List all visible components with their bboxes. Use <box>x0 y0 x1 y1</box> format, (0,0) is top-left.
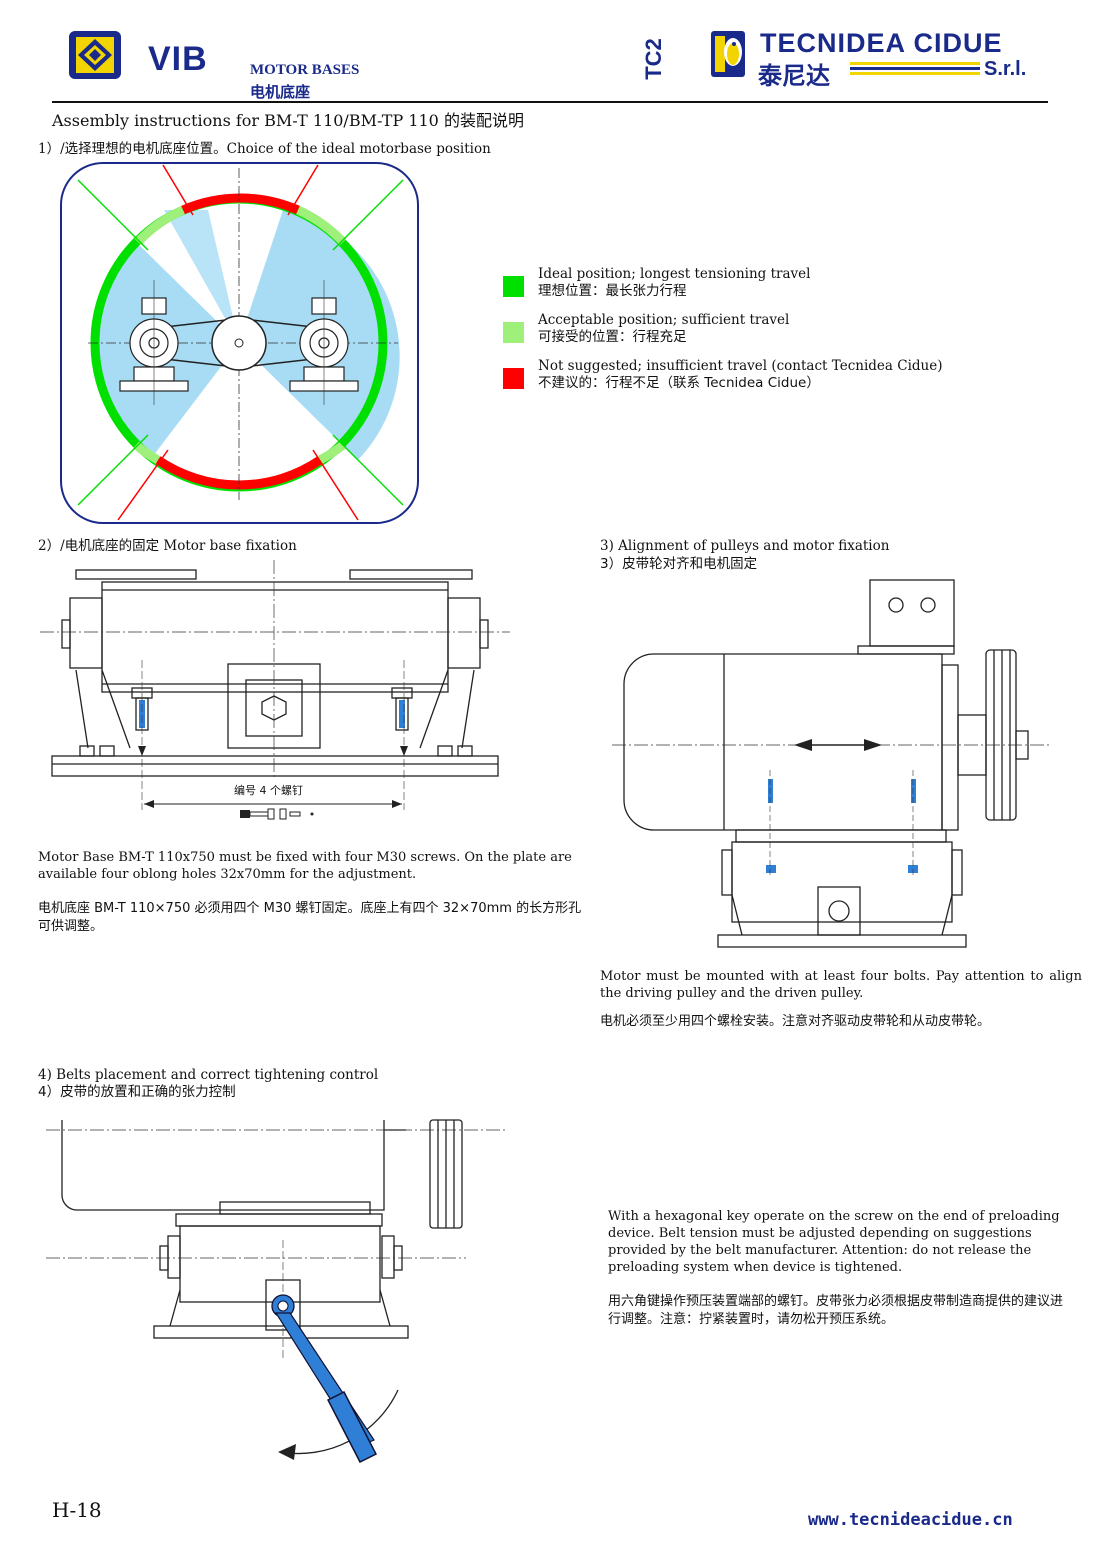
company-stripes <box>850 62 980 76</box>
page-number: H-18 <box>52 1498 102 1522</box>
step3-title-en: 3) Alignment of pulleys and motor fixati… <box>600 538 890 554</box>
legend-item-ideal: Ideal position; longest tensioning trave… <box>503 266 943 312</box>
base-fixation-drawing <box>40 560 510 810</box>
legend-item-not-suggested: Not suggested; insufficient travel (cont… <box>503 358 943 404</box>
legend-not-suggested-cn: 不建议的：行程不足（联系 Tecnidea Cidue） <box>538 375 820 391</box>
step2-text-cn: 电机底座 BM-T 110×750 必须用四个 M30 螺钉固定。底座上有四个 … <box>38 901 582 934</box>
screws-label: 编号 4 个螺钉 <box>234 784 303 797</box>
legend: Ideal position; longest tensioning trave… <box>503 266 943 404</box>
step4-text-en: With a hexagonal key operate on the scre… <box>608 1209 1060 1275</box>
doc-title: Assembly instructions for BM-T 110/BM-TP… <box>52 111 524 130</box>
step1-title: 1）/选择理想的电机底座位置。Choice of the ideal motor… <box>38 141 491 157</box>
legend-ideal-en: Ideal position; longest tensioning trave… <box>538 266 811 282</box>
tecnidea-logo <box>711 31 745 77</box>
vib-logo <box>69 31 121 79</box>
legend-acceptable-en: Acceptable position; sufficient travel <box>538 312 790 328</box>
page-code: TC2 <box>640 38 666 80</box>
bolt-symbol <box>240 808 314 820</box>
legend-not-suggested-en: Not suggested; insufficient travel (cont… <box>538 358 943 374</box>
step3-title-cn: 3）皮带轮对齐和电机固定 <box>600 556 758 572</box>
category-en: MOTOR BASES <box>250 62 360 78</box>
step4-title-en: 4) Belts placement and correct tightenin… <box>38 1067 379 1083</box>
step4-text-cn: 用六角键操作预压装置端部的螺钉。皮带张力必须根据皮带制造商提供的建议进行调整。注… <box>608 1294 1064 1327</box>
company-suffix: S.r.l. <box>984 58 1027 80</box>
legend-acceptable-cn: 可接受的位置：行程充足 <box>538 329 687 345</box>
step4-title-cn: 4）皮带的放置和正确的张力控制 <box>38 1084 236 1100</box>
legend-swatch-ideal <box>503 276 524 297</box>
belt-tension-drawing <box>46 1119 506 1464</box>
motor-alignment-drawing <box>612 579 1052 948</box>
step2-title: 2）/电机底座的固定 Motor base fixation <box>38 538 297 554</box>
legend-swatch-not-suggested <box>503 368 524 389</box>
position-diagram <box>60 162 419 524</box>
header-rule <box>52 101 1048 103</box>
brand-name: VIB <box>148 40 208 78</box>
company-cn: 泰尼达 <box>758 62 830 90</box>
category-cn: 电机底座 <box>250 83 311 101</box>
website-link[interactable]: www.tecnideacidue.cn <box>808 1510 1013 1530</box>
company-name: TECNIDEA CIDUE <box>760 28 1003 58</box>
legend-ideal-cn: 理想位置：最长张力行程 <box>538 283 687 299</box>
step2-text-en: Motor Base BM-T 110x750 must be fixed wi… <box>38 850 572 882</box>
step3-text-en: Motor must be mounted with at least four… <box>600 969 1082 1001</box>
step3-text-cn: 电机必须至少用四个螺栓安装。注意对齐驱动皮带轮和从动皮带轮。 <box>600 1014 991 1029</box>
legend-item-acceptable: Acceptable position; sufficient travel 可… <box>503 312 943 358</box>
legend-swatch-acceptable <box>503 322 524 343</box>
